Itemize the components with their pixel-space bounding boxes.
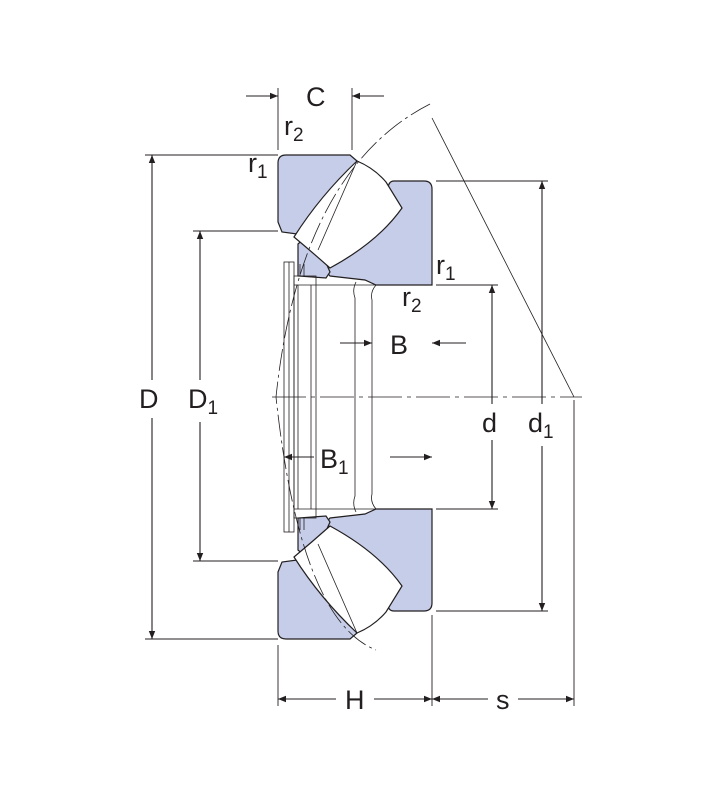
label-r2-mid: r2 (402, 282, 422, 317)
label-C: C (306, 82, 326, 112)
label-r1-mid: r1 (436, 250, 456, 285)
label-B1: B1 (320, 444, 349, 479)
label-r1-top: r1 (248, 148, 268, 183)
label-r2-top: r2 (284, 111, 304, 146)
label-d: d (482, 408, 497, 438)
label-B: B (390, 330, 408, 360)
label-H: H (345, 685, 365, 715)
label-D: D (139, 384, 159, 414)
dimension-lines (148, 92, 574, 703)
extension-lines (145, 88, 575, 706)
label-d1: d1 (528, 408, 554, 443)
pressure-line (431, 117, 575, 398)
raceway-arc (275, 103, 431, 651)
label-s: s (496, 685, 510, 715)
roller-bottom (293, 525, 403, 634)
roller-top (293, 160, 403, 269)
label-D1: D1 (188, 384, 218, 419)
